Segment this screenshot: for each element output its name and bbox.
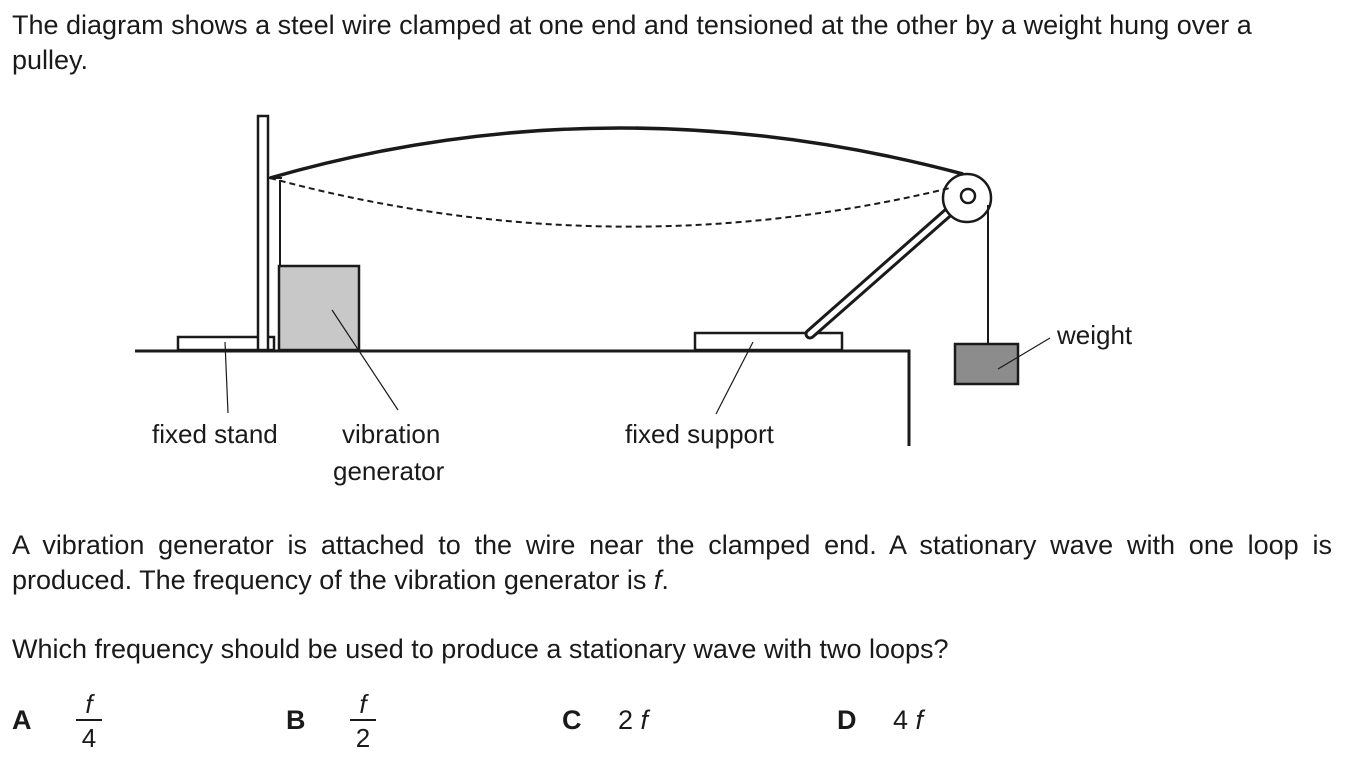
- option-b-fraction: f 2: [350, 690, 376, 753]
- option-b-fraction-bar: [350, 719, 376, 721]
- setup-sentence: A vibration generator is attached to the…: [12, 530, 1332, 595]
- option-c-symbol: f: [640, 705, 649, 735]
- weight-block: [953, 342, 1020, 386]
- fixed-stand-pole: [256, 114, 270, 352]
- setup-frequency-symbol: f: [653, 565, 662, 595]
- option-d-letter: D: [837, 705, 857, 735]
- label-fixed-support: fixed support: [625, 419, 774, 449]
- setup-end: .: [661, 565, 669, 595]
- label-vibration-generator-line2: generator: [333, 456, 445, 486]
- wire-lower: [269, 177, 951, 228]
- option-c-letter: C: [562, 705, 582, 735]
- pulley-axle: [959, 187, 977, 205]
- setup-text: A vibration generator is attached to the…: [12, 528, 1332, 598]
- option-b[interactable]: B f 2: [286, 690, 486, 760]
- option-c[interactable]: C 2 f: [562, 690, 762, 760]
- leader-vibration-generator: [331, 309, 399, 411]
- option-b-denominator: 2: [355, 723, 371, 753]
- option-d[interactable]: D 4 f: [837, 690, 1037, 760]
- option-a-letter: A: [12, 705, 32, 735]
- label-weight: weight: [1057, 320, 1133, 350]
- label-fixed-stand: fixed stand: [152, 419, 278, 449]
- option-d-value: 4 f: [893, 704, 923, 736]
- vibration-generator-box: [277, 264, 361, 352]
- bench: [135, 349, 911, 446]
- question-text: Which frequency should be used to produc…: [12, 634, 949, 664]
- leader-fixed-stand: [224, 341, 229, 414]
- intro-text: The diagram shows a steel wire clamped a…: [12, 10, 1252, 75]
- option-a-denominator: 4: [81, 723, 97, 753]
- pulley-arm-inner: [807, 192, 971, 337]
- option-b-letter: B: [286, 705, 306, 735]
- option-d-coefficient: 4: [893, 705, 909, 735]
- option-a-fraction-bar: [76, 719, 102, 721]
- option-c-coefficient: 2: [618, 705, 634, 735]
- option-d-symbol: f: [915, 705, 924, 735]
- leader-fixed-support: [715, 341, 754, 415]
- option-a-numerator: f: [85, 689, 93, 719]
- option-a-fraction: f 4: [76, 690, 102, 753]
- leader-weight: [997, 337, 1051, 370]
- fixed-support-base: [693, 331, 844, 352]
- label-vibration-generator-line1: vibration: [342, 419, 441, 449]
- option-a[interactable]: A f 4: [12, 690, 212, 760]
- option-c-value: 2 f: [618, 704, 648, 736]
- wire-upper: [269, 126, 964, 180]
- fixed-stand-base: [176, 335, 276, 352]
- option-b-numerator: f: [359, 689, 367, 719]
